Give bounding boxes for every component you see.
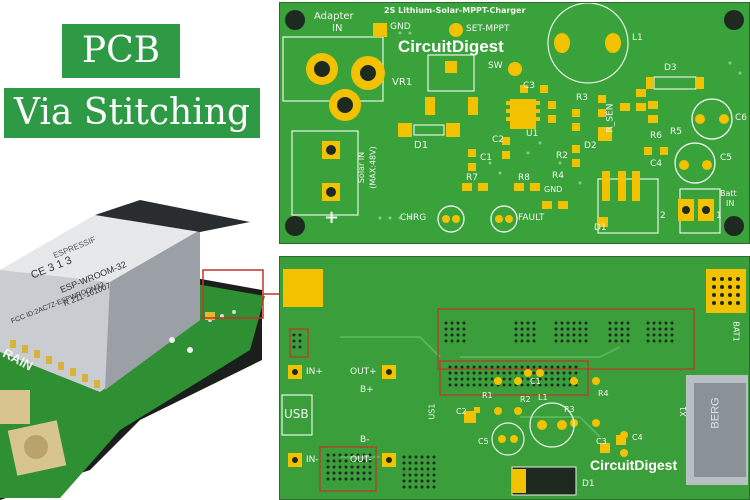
label-d3: D3 xyxy=(664,63,677,73)
label-r2: R2 xyxy=(556,151,568,161)
label-c1: C1 xyxy=(530,377,541,386)
label-c2: C2 xyxy=(492,135,505,145)
label-usb: USB xyxy=(284,407,309,421)
label-x1: X1 xyxy=(678,406,688,417)
title-via-stitching: Via Stitching xyxy=(4,88,260,138)
label-c6: C6 xyxy=(735,113,748,123)
label-r8: R8 xyxy=(518,173,530,183)
label-r4: R4 xyxy=(598,389,609,398)
label-adapter-in: IN xyxy=(332,23,343,34)
label-r7: R7 xyxy=(466,173,478,183)
label-gnd-top: GND xyxy=(390,22,411,32)
label-in-minus: IN- xyxy=(306,455,319,465)
label-max-voltage: (MAX:48V) xyxy=(368,146,378,189)
label-chrg: CHRG xyxy=(400,213,427,223)
label-c5: C5 xyxy=(478,437,489,446)
label-solar-in: Solar IN xyxy=(357,151,367,184)
label-d1-bottom: D1 xyxy=(594,223,607,233)
top-logo: CircuitDigest xyxy=(398,37,504,56)
title-pcb: PCB xyxy=(62,24,180,78)
label-r2: R2 xyxy=(520,395,531,404)
label-set-mppt: SET-MPPT xyxy=(466,24,510,34)
label-gnd-bottom: GND xyxy=(544,185,563,194)
label-d1: D1 xyxy=(414,140,429,151)
top-header-text: 2S Lithium-Solar-MPPT-Charger xyxy=(384,6,526,15)
label-batt: Batt xyxy=(720,189,737,198)
label-c5: C5 xyxy=(720,153,733,163)
label-c3: C3 xyxy=(596,437,607,446)
label-fault: FAULT xyxy=(518,213,545,223)
bottom-pcb-render: IN+ IN- USB OUT+ OUT- B+ B- US1 R1 R2 L1… xyxy=(279,256,750,500)
label-c4: C4 xyxy=(632,433,643,442)
label-plus: + xyxy=(324,207,340,228)
label-c1: C1 xyxy=(480,153,493,163)
bottom-logo: CircuitDigest xyxy=(590,457,678,473)
label-c3: C3 xyxy=(523,81,536,91)
label-vr1: VR1 xyxy=(392,77,413,88)
label-sw: SW xyxy=(488,61,503,71)
label-r5: R5 xyxy=(670,127,682,137)
label-r-sen: R_SEN xyxy=(605,103,616,133)
label-in-plus: IN+ xyxy=(306,367,323,377)
label-us1: US1 xyxy=(427,403,437,420)
label-out-plus: OUT+ xyxy=(350,367,377,377)
label-pin1: 1 xyxy=(716,211,722,221)
label-c2: C2 xyxy=(456,407,467,416)
label-bat1: BAT1 xyxy=(731,321,741,342)
label-u1: U1 xyxy=(526,129,539,139)
label-adapter: Adapter xyxy=(314,11,354,22)
label-b-minus: B- xyxy=(360,435,370,445)
label-r1: R1 xyxy=(482,391,493,400)
label-berg: BERG xyxy=(709,397,722,429)
label-r6: R6 xyxy=(650,131,662,141)
label-pin2: 2 xyxy=(660,211,666,221)
label-b-plus: B+ xyxy=(360,385,374,395)
label-d1: D1 xyxy=(582,479,595,489)
top-pcb-render: 2S Lithium-Solar-MPPT-Charger CircuitDig… xyxy=(279,2,750,244)
label-l1: L1 xyxy=(538,393,548,402)
label-l1: L1 xyxy=(632,33,643,43)
label-batt-in: IN xyxy=(726,199,735,208)
label-c4: C4 xyxy=(650,159,663,169)
label-r4: R4 xyxy=(552,171,564,181)
label-r3: R3 xyxy=(576,93,588,103)
label-r3: R3 xyxy=(564,405,575,414)
label-d2: D2 xyxy=(584,141,597,151)
esp32-module-illustration xyxy=(0,200,280,500)
label-out-minus: OUT- xyxy=(350,455,372,465)
